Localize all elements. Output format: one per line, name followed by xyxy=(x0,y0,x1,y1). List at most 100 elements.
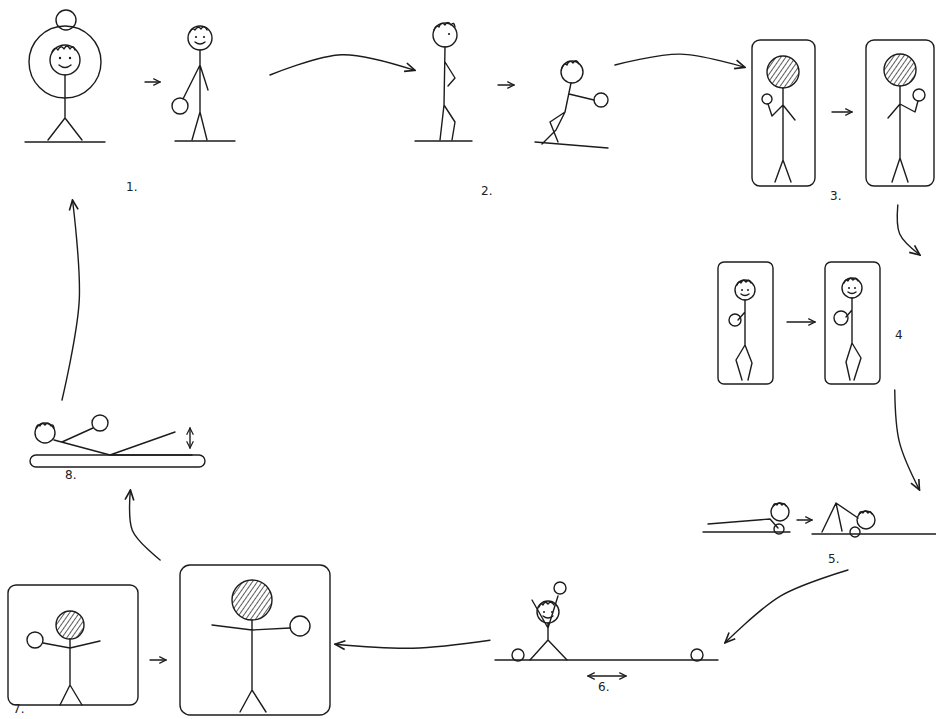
figure-panel xyxy=(232,580,272,620)
stick-figure xyxy=(554,582,566,594)
stick-figure xyxy=(434,23,455,31)
step-arrow xyxy=(895,390,920,490)
step-number: 1. xyxy=(126,180,137,194)
stick-figure xyxy=(859,511,872,514)
small-arrow xyxy=(797,519,812,520)
step-arrow xyxy=(897,205,920,255)
stick-figure xyxy=(172,26,235,141)
figure-panel xyxy=(888,86,918,182)
stick-figure xyxy=(183,50,208,140)
figure-panel xyxy=(844,278,858,283)
stick-figure xyxy=(188,26,212,50)
stick-figure xyxy=(771,503,789,521)
figure-panel xyxy=(180,565,330,715)
stick-figure xyxy=(415,23,472,142)
stick-figure xyxy=(588,675,626,676)
stick-figure xyxy=(535,142,608,148)
figure-panel xyxy=(762,94,772,104)
stick-figure xyxy=(203,36,205,38)
stick-figure xyxy=(448,33,450,35)
stick-figure xyxy=(433,23,457,47)
stick-figure xyxy=(562,61,579,68)
stick-figure xyxy=(812,533,936,534)
stick-figure xyxy=(59,57,61,59)
stick-figure xyxy=(48,75,82,140)
step-number: 3. xyxy=(830,189,841,203)
stick-figure xyxy=(92,415,108,431)
stick-figure xyxy=(773,503,786,506)
stick-figure xyxy=(812,503,936,537)
figure-panel xyxy=(848,292,856,294)
step-group: 4 xyxy=(712,255,927,390)
stick-figure xyxy=(495,582,718,676)
figure-panel xyxy=(729,314,741,326)
step-group: 8. xyxy=(25,400,210,490)
stick-figure xyxy=(25,10,105,142)
step-number: 8. xyxy=(65,468,76,482)
stick-figure xyxy=(535,61,608,148)
figure-panel xyxy=(752,40,815,186)
stick-figure xyxy=(415,140,472,141)
step-arrow xyxy=(62,200,79,400)
figure-panel xyxy=(752,40,815,186)
figure-panel xyxy=(825,262,880,384)
stick-figure xyxy=(50,45,80,75)
stick-figure xyxy=(543,611,545,613)
stick-figure xyxy=(691,649,703,661)
stick-figure xyxy=(25,141,105,142)
stick-figure xyxy=(172,98,188,114)
stick-figure xyxy=(36,423,54,428)
stick-figure xyxy=(708,519,778,528)
figure-panel xyxy=(180,565,330,715)
stick-figure xyxy=(54,428,192,455)
figure-panel xyxy=(718,262,773,384)
figure-panel xyxy=(290,616,310,636)
stick-figure xyxy=(440,47,455,140)
stick-figure xyxy=(703,503,790,534)
stick-figure xyxy=(30,455,205,467)
step-group: 7. xyxy=(5,560,335,719)
figure-panel xyxy=(854,287,856,289)
small-arrow xyxy=(498,84,514,85)
stick-figure xyxy=(561,61,583,83)
stick-figure xyxy=(195,36,197,38)
figure-panel xyxy=(741,289,743,291)
stick-figure xyxy=(35,423,55,443)
figure-panel xyxy=(737,280,751,285)
figure-panel xyxy=(8,585,138,705)
stick-figure xyxy=(857,511,875,529)
figure-panel xyxy=(747,289,749,291)
small-arrow xyxy=(787,322,815,323)
figure-panel xyxy=(846,298,861,380)
figure-panel xyxy=(866,40,934,186)
step-group: 3. xyxy=(745,35,936,205)
step-number: 7. xyxy=(13,702,24,716)
step-arrow xyxy=(130,490,161,560)
small-arrow xyxy=(150,660,166,661)
small-arrow xyxy=(832,111,852,112)
small-arrow xyxy=(145,81,160,82)
stick-figure xyxy=(56,10,76,30)
figure-panel xyxy=(825,262,880,384)
step-group: 6. xyxy=(490,570,725,700)
step-number: 2. xyxy=(481,184,492,198)
small-arrow xyxy=(145,82,160,83)
step-number: 5. xyxy=(828,552,839,566)
figure-panel xyxy=(56,611,84,639)
stick-figure xyxy=(850,527,860,537)
stick-figure xyxy=(495,659,718,660)
stick-figure xyxy=(190,27,207,32)
small-arrow xyxy=(498,85,514,86)
figure-panel xyxy=(43,639,100,705)
figure-panel xyxy=(848,287,850,289)
stick-figure xyxy=(542,83,594,144)
stick-figure xyxy=(195,42,205,44)
stick-figure xyxy=(530,596,567,660)
figure-panel xyxy=(741,294,749,296)
small-arrow xyxy=(797,520,812,521)
figure-panel xyxy=(735,280,755,300)
stick-figure xyxy=(52,46,75,52)
